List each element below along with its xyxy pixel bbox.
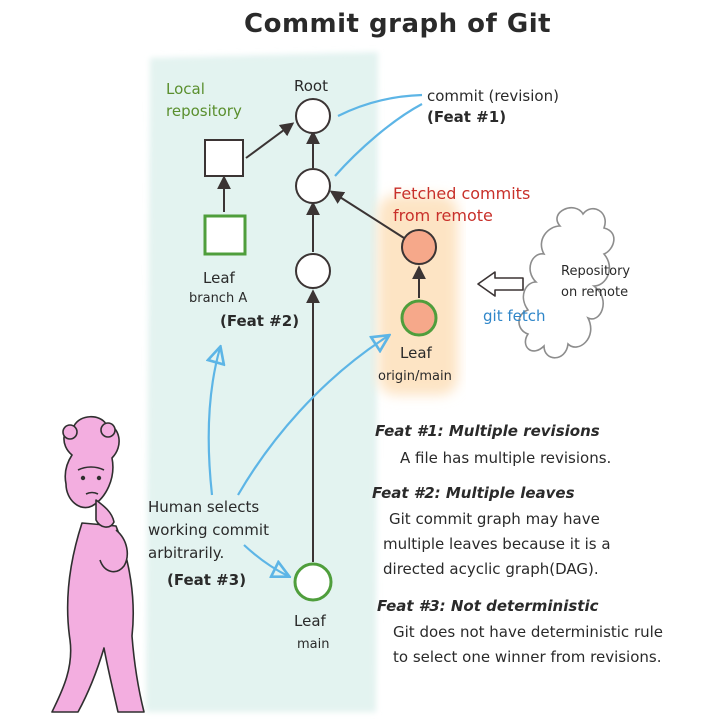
- pointer-commit-to-c1: [334, 103, 423, 177]
- pondering-character: [51, 415, 145, 713]
- feat2-line1: Git commit graph may have: [389, 510, 600, 528]
- root-label: Root: [294, 77, 328, 95]
- git-fetch-label: git fetch: [483, 307, 546, 325]
- local-repository-label-line1: Local: [166, 80, 205, 98]
- branch-a-parent-node: [204, 139, 244, 177]
- pointer-to-leaf-origin: [237, 336, 388, 496]
- feat1-line1: A file has multiple revisions.: [400, 449, 612, 467]
- feat2-tag: (Feat #2): [220, 312, 300, 330]
- leaf-origin-main-node: [400, 299, 438, 337]
- edge-square-to-root: [245, 122, 295, 159]
- fetched-commits-label-line2: from remote: [393, 206, 493, 225]
- local-repository-area: [146, 52, 378, 712]
- feat1-heading: Feat #1: Multiple revisions: [375, 422, 600, 440]
- git-fetch-arrow: [477, 271, 524, 297]
- leaf-branch-a-label: Leaf: [203, 269, 235, 287]
- human-selects-line3: arbitrarily.: [148, 544, 225, 562]
- feat3-line2: to select one winner from revisions.: [393, 648, 662, 666]
- diagram-title: Commit graph of Git: [244, 9, 552, 39]
- origin-main-name: origin/main: [378, 369, 452, 384]
- feat2-line2: multiple leaves because it is a: [383, 535, 611, 553]
- human-selects-line2: working commit: [148, 521, 269, 539]
- local-repository-label-line2: repository: [166, 102, 242, 120]
- leaf-main-node: [293, 562, 333, 602]
- feat2-heading: Feat #2: Multiple leaves: [372, 484, 575, 502]
- commit-node-2: [295, 253, 331, 289]
- remote-repository-label-line2: on remote: [561, 285, 629, 300]
- human-selects-line1: Human selects: [148, 498, 260, 516]
- remote-repository-cloud: [518, 206, 615, 359]
- leaf-main-label: Leaf: [294, 612, 326, 630]
- remote-repository-label-line1: Repository: [561, 264, 631, 279]
- feat2-line3: directed acyclic graph(DAG).: [383, 560, 599, 578]
- commit-revision-label: commit (revision): [427, 87, 559, 105]
- feat1-tag: (Feat #1): [427, 108, 507, 126]
- feat3-heading: Feat #3: Not deterministic: [377, 597, 599, 615]
- main-branch-name: main: [297, 637, 330, 652]
- fetched-commit-node: [401, 229, 437, 265]
- fetched-commits-label-line1: Fetched commits: [393, 184, 531, 203]
- pointer-commit-to-root: [337, 93, 423, 117]
- leaf-origin-label: Leaf: [400, 344, 432, 362]
- feat3-line1: Git does not have deterministic rule: [393, 623, 664, 641]
- branch-a-name: branch A: [189, 291, 248, 306]
- feat3-tag: (Feat #3): [167, 571, 247, 589]
- leaf-branch-a-node: [203, 214, 247, 256]
- commit-node-1: [295, 168, 331, 204]
- edge-fetched-to-c1: [329, 190, 405, 239]
- pointer-to-leaf-a: [209, 348, 220, 496]
- pointer-to-leaf-main: [243, 544, 288, 576]
- root-commit-node: [295, 98, 331, 134]
